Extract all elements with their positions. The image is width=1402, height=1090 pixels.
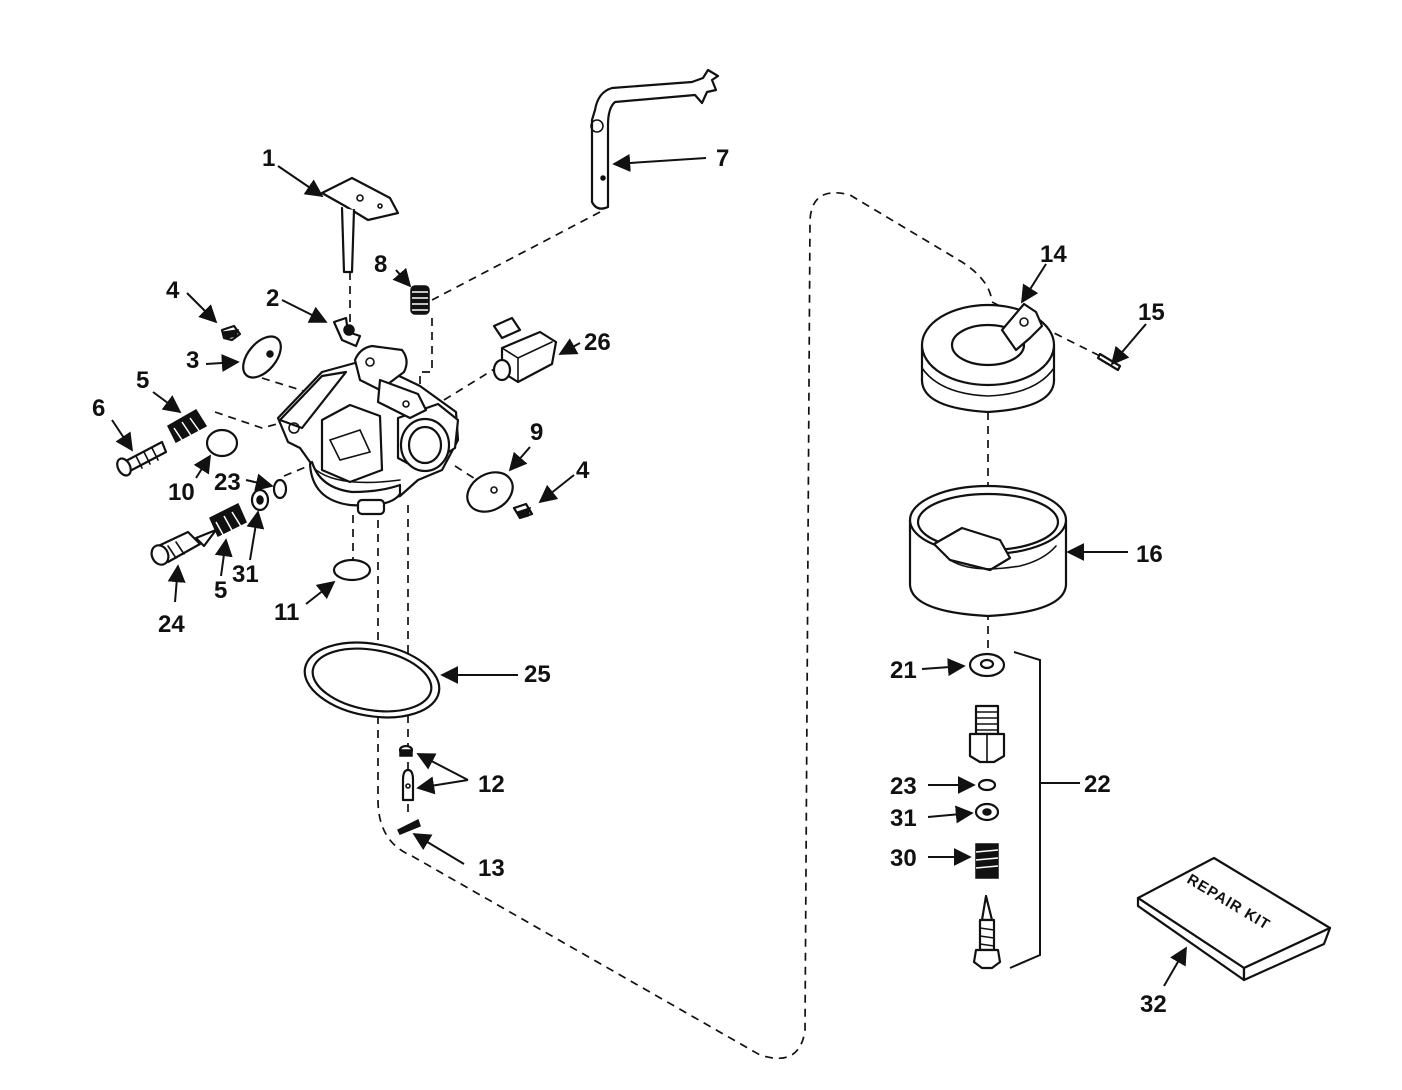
bracket-part-22	[1009, 651, 1080, 969]
callout-9: 9	[530, 419, 543, 446]
callout-23-left: 23	[214, 469, 241, 496]
o-ring-part-23-right	[977, 778, 997, 792]
callout-31-left: 31	[232, 561, 259, 588]
callout-14: 14	[1040, 241, 1067, 268]
callout-11: 11	[274, 599, 299, 626]
washer-part-31-right	[974, 802, 1000, 822]
callout-26: 26	[584, 329, 611, 356]
leader-arrows	[111, 153, 1187, 987]
fuel-inlet-part-26	[492, 316, 558, 384]
float-bowl-part-16	[908, 484, 1068, 618]
carburetor-body	[276, 344, 460, 516]
callout-30: 30	[890, 845, 917, 872]
callout-3: 3	[186, 347, 199, 374]
float-pin-part-15	[1096, 352, 1122, 372]
washer-part-31-left	[250, 488, 270, 512]
callout-5-lower: 5	[214, 577, 227, 604]
callout-1: 1	[262, 145, 275, 172]
o-ring-part-10	[205, 428, 239, 458]
mixture-needle	[972, 894, 1002, 970]
callout-12: 12	[478, 771, 505, 798]
callout-22: 22	[1084, 771, 1111, 798]
screw-part-4-right	[512, 502, 534, 520]
callout-4-top: 4	[166, 277, 180, 304]
callout-2: 2	[266, 285, 279, 312]
clip-part-13	[396, 818, 421, 835]
main-adjustment-needle-part-24	[150, 528, 218, 566]
float-part-14	[920, 302, 1056, 414]
repair-kit-part-32: REPAIR KIT	[1136, 856, 1332, 982]
callout-32: 32	[1140, 991, 1167, 1018]
callout-10: 10	[168, 479, 195, 506]
callout-13: 13	[478, 855, 505, 882]
callout-labels: 1 2 3 4 5 6 7 8 9 4 10 23 31 5 24 11 25 …	[92, 145, 1167, 1018]
idle-mixture-screw-part-6	[116, 440, 168, 477]
choke-plate-part-9	[466, 471, 514, 513]
choke-lever-part-7	[590, 68, 720, 210]
callout-6: 6	[92, 395, 105, 422]
spring-part-30	[975, 843, 999, 879]
throttle-plate-part-3	[242, 335, 282, 379]
callout-24: 24	[158, 611, 185, 638]
bowl-gasket-part-25	[303, 641, 441, 719]
callout-7: 7	[716, 145, 729, 172]
callout-21: 21	[890, 657, 917, 684]
spring-part-2	[332, 316, 362, 348]
spring-part-5-lower	[209, 502, 247, 541]
assembly-guide-lines	[214, 191, 1109, 1060]
spring-part-5-upper	[167, 408, 208, 447]
inlet-needle-seat-part-12	[398, 744, 415, 802]
callout-23-right: 23	[890, 773, 917, 800]
callout-5-upper: 5	[136, 367, 149, 394]
welch-plug-part-11	[332, 558, 372, 582]
callout-4-right: 4	[576, 457, 590, 484]
callout-8: 8	[374, 251, 387, 278]
washer-part-21	[968, 652, 1006, 678]
spring-part-8	[410, 285, 430, 315]
callout-25: 25	[524, 661, 551, 688]
washer-part-23-left	[272, 478, 288, 500]
callout-16: 16	[1136, 541, 1163, 568]
throttle-shaft-part-1	[320, 176, 400, 274]
callout-15: 15	[1138, 299, 1165, 326]
screw-part-4-top	[220, 324, 242, 342]
bowl-nut-part-22	[968, 704, 1006, 764]
callout-31-right: 31	[890, 805, 917, 832]
